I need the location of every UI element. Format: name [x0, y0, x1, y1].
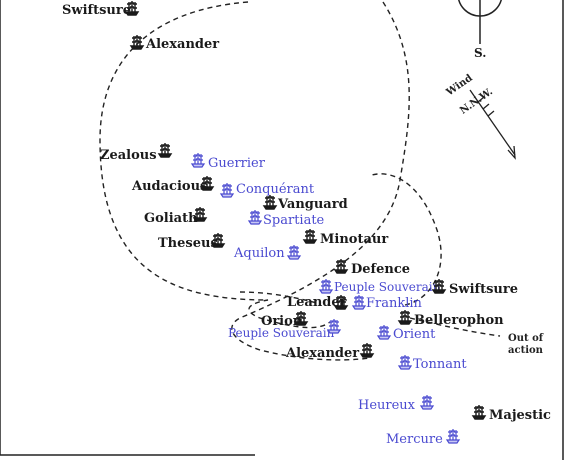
- sailing-ship-icon: [351, 295, 367, 310]
- ship-label-swiftsure-2: Swiftsure: [449, 282, 519, 297]
- sailing-ship-icon: [318, 279, 334, 294]
- ship-label-orient: Orient: [393, 327, 436, 342]
- sailing-ship-icon: [302, 229, 318, 244]
- ship-label-vanguard: Vanguard: [278, 197, 348, 212]
- ship-label-aquilon: Aquilon: [234, 246, 285, 261]
- ship-label-tonnant: Tonnant: [413, 357, 467, 372]
- compass: [458, 0, 502, 44]
- sailing-ship-icon: [471, 405, 487, 420]
- ship-label-guerrier: Guerrier: [208, 156, 265, 171]
- ship-label-franklin: Franklin: [366, 296, 422, 311]
- sailing-ship-icon: [286, 245, 302, 260]
- ship-label-alexander-2: Alexander: [286, 346, 360, 361]
- ship-label-bellerophon: Bellerophon: [414, 313, 504, 328]
- sailing-ship-icon: [219, 183, 235, 198]
- ship-label-swiftsure-1: Swiftsure: [62, 3, 132, 18]
- sailing-ship-icon: [192, 207, 208, 222]
- sailing-ship-icon: [293, 311, 309, 326]
- out-of-action-line2: action: [508, 345, 543, 356]
- track-lines: [99, 1, 501, 361]
- ship-label-peuple-souverain-1: Peuple Souverain: [334, 280, 441, 294]
- sailing-ship-icon: [445, 429, 461, 444]
- sailing-ship-icon: [157, 143, 173, 158]
- ship-label-heureux: Heureux: [358, 398, 416, 413]
- ship-label-conquerant: Conquérant: [236, 182, 315, 197]
- sailing-ship-icon: [397, 310, 413, 325]
- ship-label-goliath: Goliath: [144, 211, 198, 226]
- ship-label-spartiate: Spartiate: [263, 213, 325, 228]
- ship-label-theseus: Theseus: [158, 236, 218, 251]
- out-of-action-line1: Out of: [508, 333, 544, 344]
- sailing-ship-icon: [129, 35, 145, 50]
- ship-label-audacious: Audacious: [132, 179, 208, 194]
- wind-arrow: [469, 89, 516, 160]
- sailing-ship-icon: [359, 343, 375, 358]
- sailing-ship-icon: [247, 210, 263, 225]
- sailing-ship-icon: [431, 279, 447, 294]
- ship-label-orion: Orion: [261, 314, 303, 329]
- ship-label-defence: Defence: [351, 262, 411, 277]
- sailing-ship-icon: [210, 233, 226, 248]
- sailing-ship-icon: [326, 319, 342, 334]
- ship-label-alexander-1: Alexander: [146, 37, 220, 52]
- sailing-ship-icon: [124, 1, 140, 16]
- sailing-ship-icon: [190, 153, 206, 168]
- sailing-ship-icon: [333, 259, 349, 274]
- ship-label-leander: Leander: [287, 295, 347, 310]
- ship-label-majestic: Majestic: [489, 408, 551, 423]
- sailing-ship-icon: [419, 395, 435, 410]
- compass-south-label: S.: [474, 46, 487, 60]
- sailing-ship-icon: [376, 325, 392, 340]
- sailing-ship-icon: [397, 355, 413, 370]
- ship-label-peuple-souverain-2: Peuple Souverain: [228, 326, 335, 340]
- ship-label-mercure: Mercure: [386, 432, 443, 447]
- ship-label-zealous: Zealous: [100, 148, 157, 163]
- sailing-ship-icon: [199, 176, 215, 191]
- ship-label-minotaur: Minotaur: [320, 232, 389, 247]
- sailing-ship-icon: [262, 195, 278, 210]
- sailing-ship-icon: [333, 295, 349, 310]
